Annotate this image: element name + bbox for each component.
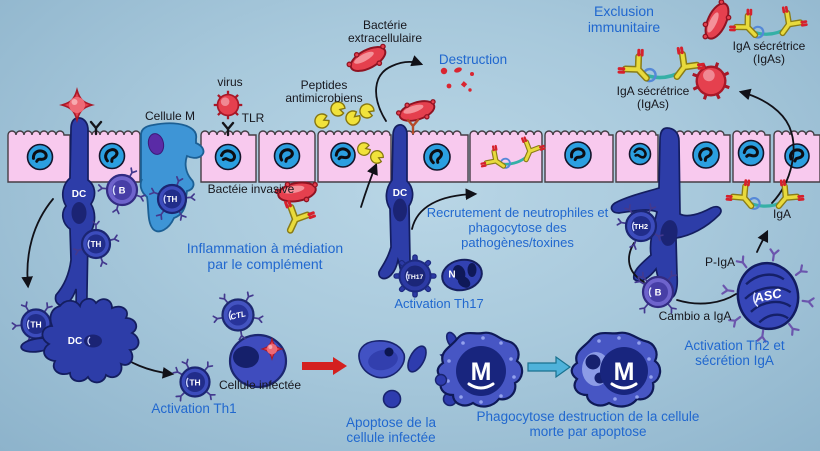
label-p-iga: P-IgA	[704, 255, 735, 269]
label-tlr: TLR	[241, 111, 265, 125]
apoptosis-arrow	[302, 357, 347, 375]
destruction-debris	[440, 67, 474, 92]
svg-text:B: B	[655, 288, 662, 299]
epithelial-cell	[469, 130, 543, 183]
svg-text:N: N	[448, 270, 455, 281]
label-cambio-a-iga: Cambio a IgA	[658, 309, 732, 323]
label-iga: IgA	[772, 207, 791, 221]
dendritic-cell-star: DC	[20, 297, 140, 384]
dendritic-cell-left: DC	[54, 117, 96, 314]
svg-text:TH: TH	[30, 320, 41, 330]
svg-text:DC: DC	[393, 188, 407, 199]
label-phagocytose: Phagocytose destruction de la cellule mo…	[476, 409, 700, 440]
label-igas-right: IgA sécrétrice (IgAs)	[732, 39, 806, 67]
svg-text:TH2: TH2	[634, 222, 648, 231]
bacterium-top-right	[696, 0, 738, 46]
label-activation-th1: Activation Th1	[151, 401, 237, 416]
label-destruction: Destruction	[438, 52, 508, 67]
th17-cell: TH17	[393, 254, 437, 298]
label-bacterie-extracellulaire: Bactérie extracellulaire	[347, 18, 423, 46]
virus-particle	[61, 89, 93, 121]
asc-plasma-cell: ASC	[721, 248, 815, 343]
th-cell-pocket: TH	[148, 175, 196, 221]
b-cell-pocket: B	[97, 167, 146, 215]
svg-text:TH: TH	[189, 378, 200, 388]
b-cell-right: B	[634, 270, 677, 314]
ctl-cell: CTL	[212, 291, 264, 341]
label-recrutement: Recrutement de neutrophiles et phagocyto…	[426, 205, 609, 250]
phagocytosis-arrow	[527, 355, 572, 379]
svg-text:M: M	[614, 358, 635, 386]
m-cell-nucleus	[147, 133, 165, 155]
label-apoptose: Apoptose de la cellule infectée	[345, 415, 437, 446]
svg-text:DC: DC	[72, 189, 86, 200]
svg-text:CTL: CTL	[229, 309, 246, 322]
svg-text:TH: TH	[167, 195, 178, 204]
label-exclusion-immunitaire: Exclusion immunitaire	[587, 3, 661, 35]
label-cellule-m: Cellule M	[144, 109, 195, 123]
tlr-receptor	[89, 120, 235, 137]
surface-receptor	[406, 118, 420, 135]
neutrophil-cell: N	[441, 258, 483, 292]
macrophage-1: M	[436, 331, 524, 408]
svg-text:TH: TH	[91, 240, 102, 249]
svg-text:ASC: ASC	[752, 285, 784, 306]
label-activation-th2: Activation Th2 et sécrétion IgA	[684, 338, 785, 369]
macrophage-2: M	[570, 331, 662, 408]
svg-text:DC: DC	[68, 336, 82, 347]
label-igas-left: IgA sécrétrice (IgAs)	[616, 84, 690, 112]
th2-cell: TH2	[616, 203, 664, 250]
dendritic-cell-right	[610, 127, 722, 299]
pathogens	[61, 0, 738, 237]
m-cell	[139, 122, 205, 233]
epithelial-nuclei	[26, 139, 810, 171]
svg-text:B: B	[119, 186, 126, 197]
antibody-on-bacterium	[276, 200, 316, 237]
label-bacteie-invasive: Bactéie invasive	[207, 182, 295, 196]
label-virus: virus	[217, 75, 243, 89]
label-activation-th17: Activation Th17	[394, 296, 484, 311]
svg-text:TH17: TH17	[407, 274, 424, 281]
apoptotic-body-prey	[434, 373, 448, 387]
label-inflammation: Inflammation à médiation par le compléme…	[186, 240, 344, 272]
infected-cell	[228, 333, 288, 389]
svg-text:M: M	[471, 358, 492, 386]
dendritic-cell-middle: DC	[378, 124, 414, 280]
th-cell-on-dc: TH	[72, 220, 120, 268]
th1-cell: TH	[172, 358, 216, 402]
label-cellule-infectee: Cellule infectée	[218, 378, 302, 392]
label-peptides: Peptides antimicrobiens	[285, 78, 363, 106]
